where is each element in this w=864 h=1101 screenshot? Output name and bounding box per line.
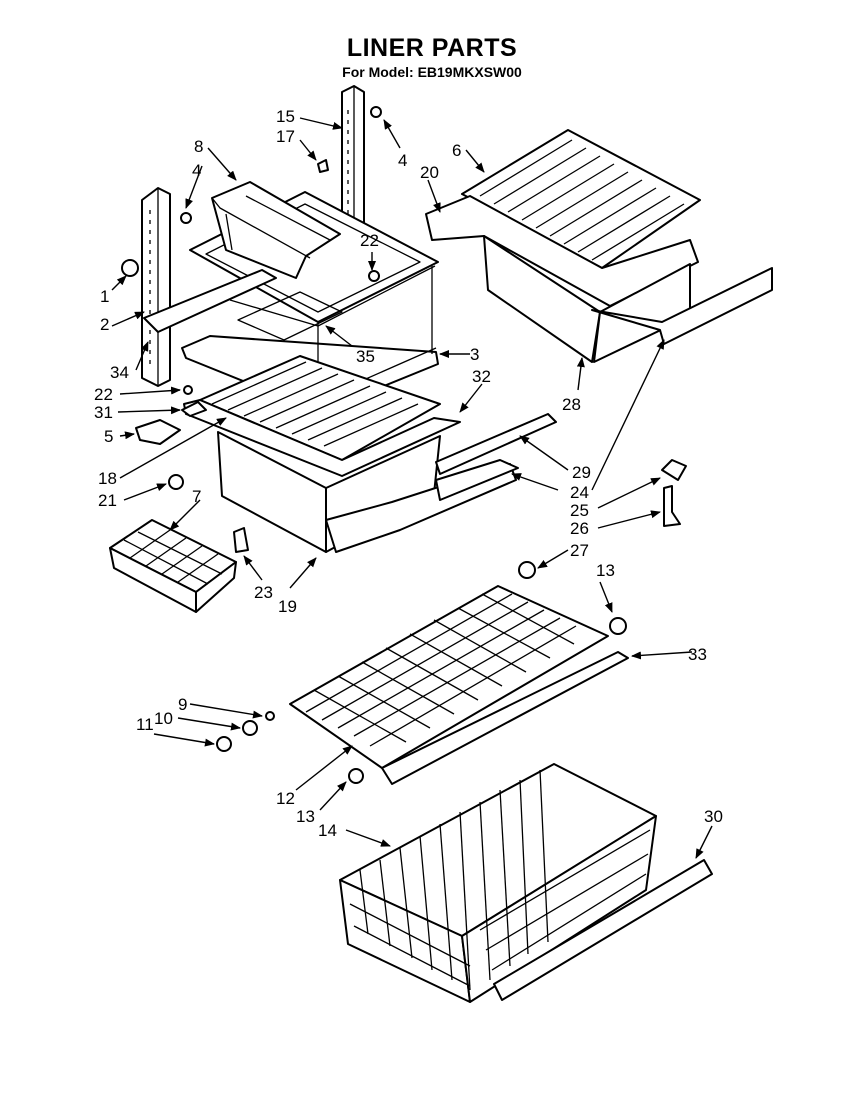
part-22-screw <box>183 385 193 395</box>
callout-18: 18 <box>98 469 117 488</box>
callout-7: 7 <box>192 487 201 506</box>
callout-30: 30 <box>704 807 723 826</box>
callout-4b: 4 <box>398 151 407 170</box>
part-26-leg <box>663 485 681 527</box>
callout-20: 20 <box>420 163 439 182</box>
wire-shelf <box>289 585 629 785</box>
callout-11: 11 <box>136 715 154 734</box>
callout-10: 10 <box>154 709 173 728</box>
callout-6: 6 <box>452 141 461 160</box>
callout-14: 14 <box>318 821 337 840</box>
callout-29: 29 <box>572 463 591 482</box>
callout-4a: 4 <box>192 161 201 180</box>
model-subtitle: For Model: EB19MKXSW00 <box>342 64 522 80</box>
callout-31: 31 <box>94 403 113 422</box>
wire-basket <box>339 763 713 1003</box>
callout-22a: 22 <box>360 231 379 250</box>
callout-26: 26 <box>570 519 589 538</box>
part-21-cap <box>168 474 184 490</box>
callout-22b: 22 <box>94 385 113 404</box>
callout-5: 5 <box>104 427 113 446</box>
part-13-cap <box>609 617 627 635</box>
part-17-clip <box>317 159 329 173</box>
part-4-screw-b <box>370 106 382 118</box>
callout-15: 15 <box>276 107 295 126</box>
callout-3: 3 <box>470 345 479 364</box>
part-11-cap <box>216 736 232 752</box>
callout-32: 32 <box>472 367 491 386</box>
callout-21: 21 <box>98 491 117 510</box>
callout-labels: 1 2 3 4 4 5 6 7 8 9 10 11 12 13 13 14 15… <box>94 107 723 840</box>
part-23-clip <box>233 527 249 553</box>
callout-23: 23 <box>254 583 273 602</box>
left-shelf-rail <box>141 187 171 387</box>
part-4-screw <box>180 212 192 224</box>
door-bin <box>211 181 341 279</box>
callout-25: 25 <box>570 501 589 520</box>
callout-35: 35 <box>356 347 375 366</box>
leader-lines <box>111 117 713 859</box>
callout-34: 34 <box>110 363 129 382</box>
callout-27: 27 <box>570 541 589 560</box>
small-parts <box>121 106 687 784</box>
callout-12: 12 <box>276 789 295 808</box>
ice-tray <box>109 519 237 613</box>
callout-24: 24 <box>570 483 589 502</box>
part-5-bracket <box>135 419 181 445</box>
callout-13b: 13 <box>296 807 315 826</box>
part-9-screw <box>265 711 275 721</box>
part-22-screw-b <box>368 270 380 282</box>
part-1-cap <box>121 259 139 277</box>
part-13-cap-b <box>348 768 364 784</box>
part-27-cap <box>518 561 536 579</box>
page-title: LINER PARTS <box>346 34 518 62</box>
middle-crisper <box>181 355 557 553</box>
callout-1: 1 <box>100 287 109 306</box>
callout-28: 28 <box>562 395 581 414</box>
callout-19: 19 <box>278 597 297 616</box>
part-10-cap <box>242 720 258 736</box>
callout-8: 8 <box>194 137 203 156</box>
upper-crisper <box>425 129 773 363</box>
callout-9: 9 <box>178 695 187 714</box>
front-trim-bar <box>143 269 277 333</box>
callout-2: 2 <box>100 315 109 334</box>
part-25-clip <box>661 459 687 481</box>
callout-17: 17 <box>276 127 295 146</box>
callout-13a: 13 <box>596 561 615 580</box>
callout-33: 33 <box>688 645 707 664</box>
